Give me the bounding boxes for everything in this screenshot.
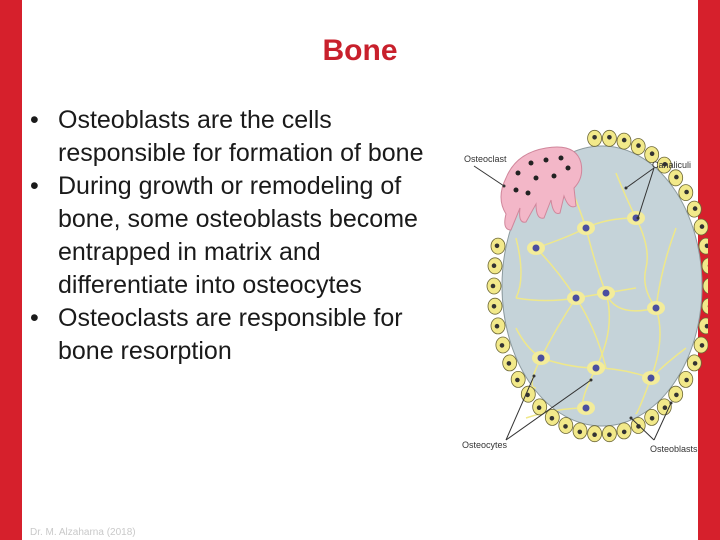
footer-credit: Dr. M. Alzaharna (2018) [30,527,136,538]
osteoblast-nucleus [515,377,520,383]
slide-title: Bone [322,34,398,67]
osteoblast-nucleus [592,135,597,140]
osteoblast-nucleus [563,424,568,429]
osteoblast-nucleus [684,189,689,195]
bullet-icon: • [30,106,39,134]
osteoblast-nucleus [499,343,505,348]
osteoblast-nucleus [490,283,496,289]
osteoblast-nucleus [649,416,655,421]
osteoblast-nucleus [699,224,705,229]
osteoblast-nucleus [549,416,555,421]
bullet-icon: • [30,172,39,200]
left-accent-bar [0,0,22,540]
arrow-heads [502,184,673,420]
bone-matrix [501,145,703,427]
osteoblast-nucleus [491,304,497,309]
right-accent-bar [698,0,720,540]
pointer-arrows [473,165,672,441]
osteoblast-nucleus [607,432,612,438]
osteoblasts-label: Osteoblasts [650,444,698,454]
osteoblast-nucleus [621,137,627,143]
osteoblast-nucleus [636,143,641,148]
osteocytes-label: Osteocytes [462,440,508,450]
osteoblast-nucleus [607,135,612,140]
osteoblast-nucleus [494,243,500,249]
bone-illustration [473,129,718,443]
osteoclast-cell [500,146,583,231]
osteoblast-nucleus [662,162,668,167]
bone-diagram: Osteoclast Canaliculi Osteocytes Osteobl… [456,118,718,456]
osteoblast-nucleus [674,174,679,180]
osteoblast-nucleus [536,405,542,411]
osteoblast-nucleus [684,377,689,383]
osteoblast-nucleus [692,361,698,366]
osteoblast-nucleus [699,343,705,348]
osteoblast-cell [701,297,717,315]
osteoblast-nucleus [491,263,497,268]
osteoblast-nucleus [692,206,698,211]
bullet-list: •Osteoblasts are the cells responsible f… [30,104,450,368]
bullet-item: •Osteoblasts are the cells responsible f… [30,106,424,167]
osteoblast-nucleus [506,361,512,366]
osteoblast-nucleus [649,151,655,156]
osteoclast-label: Osteoclast [464,154,507,164]
osteoblast-nucleus [621,429,627,435]
osteoblast-nucleus [662,405,668,411]
osteoblast-nucleus [674,392,679,398]
bullet-icon: • [30,304,39,332]
osteoblast-cell [702,277,718,295]
osteoblast-cell [701,257,717,275]
bullet-item: •Osteoclasts are responsible for bone re… [30,304,403,365]
bullet-item: •During growth or remodeling of bone, so… [30,172,418,299]
osteoblast-nucleus [636,424,641,429]
canaliculi-label: Canaliculi [652,160,692,170]
osteoblast-nucleus [577,429,583,435]
osteoblast-nucleus [494,323,500,329]
osteoblast-nucleus [592,432,597,438]
osteocyte-cells [527,211,665,415]
